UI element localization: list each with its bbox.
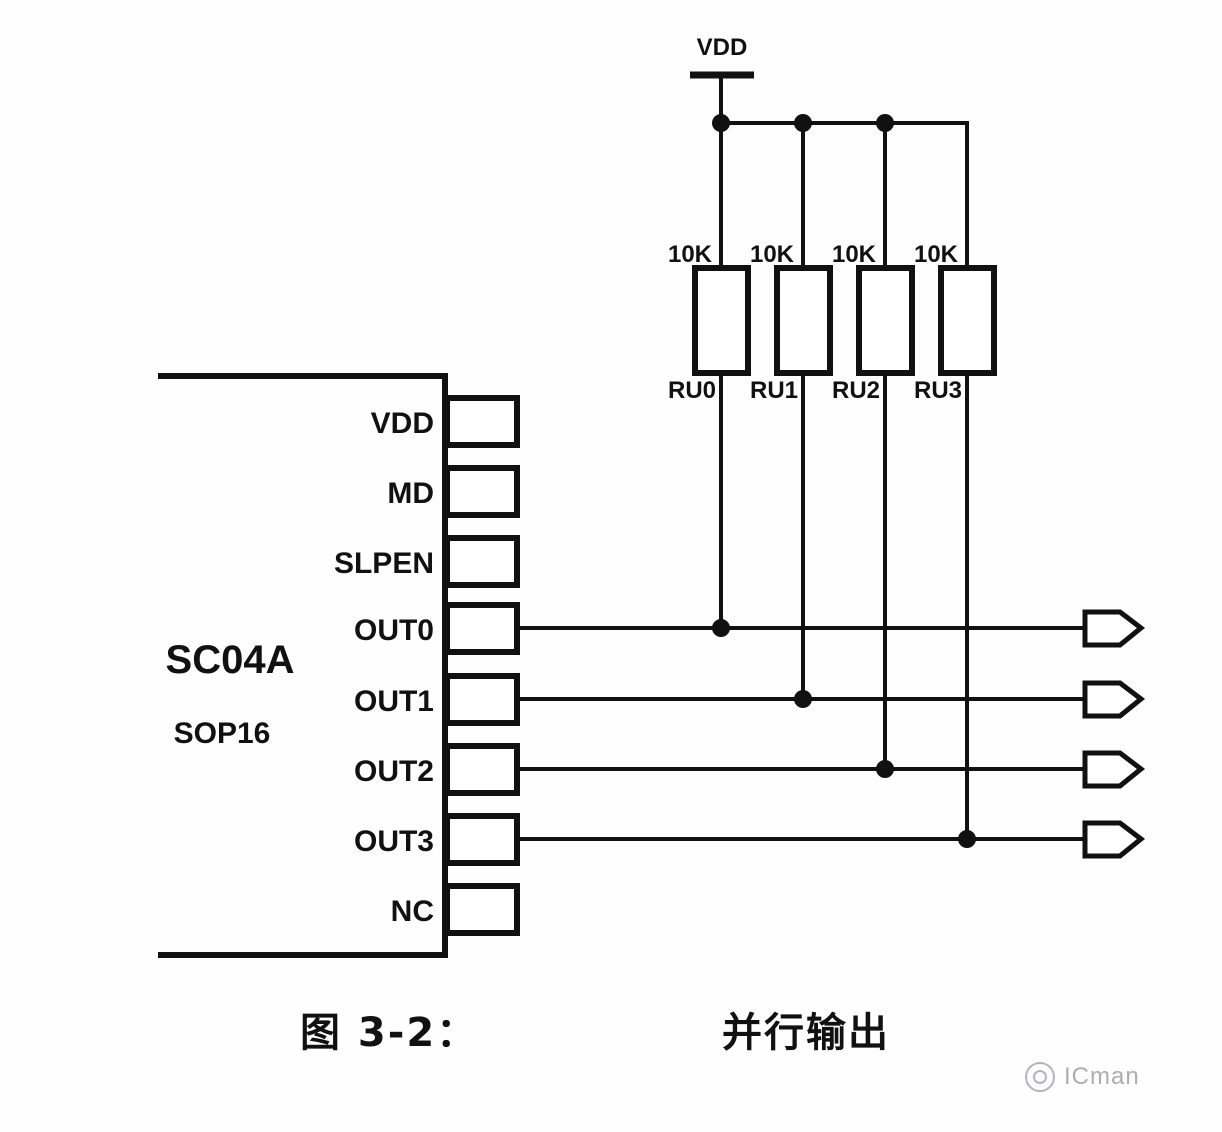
terminal-arrow-out2	[1082, 750, 1146, 789]
junction-dot-out3	[958, 830, 976, 848]
figure-caption-number: 图 3-2：	[300, 1010, 479, 1056]
vdd-power-symbol: VDD	[690, 34, 754, 125]
pin-box-out3	[444, 813, 520, 866]
output-terminal-out2[interactable]	[1082, 750, 1146, 789]
output-terminal-out1[interactable]	[1082, 680, 1146, 719]
junction-dot-vdd-ru2	[876, 114, 894, 132]
pin-label-slpen: SLPEN	[334, 547, 434, 580]
pin-out0[interactable]: OUT0	[354, 602, 520, 655]
resistor-value-ru2: 10K	[832, 241, 877, 268]
pin-out1[interactable]: OUT1	[354, 673, 520, 726]
pin-box-slpen	[444, 535, 520, 588]
resistor-ref-ru0: RU0	[668, 377, 716, 404]
pin-md[interactable]: MD	[387, 465, 520, 518]
watermark-text: ICman	[1064, 1063, 1140, 1090]
resistor-body-ru0	[692, 265, 751, 376]
resistor-ru3[interactable]: 10K RU3	[914, 241, 997, 404]
pin-box-out2	[444, 743, 520, 796]
chip-name: SC04A	[166, 638, 295, 682]
pin-box-nc	[444, 883, 520, 936]
pin-label-vdd: VDD	[371, 407, 434, 440]
pin-out2[interactable]: OUT2	[354, 743, 520, 796]
resistor-body-ru2	[856, 265, 915, 376]
pin-label-md: MD	[387, 477, 434, 510]
pin-label-out0: OUT0	[354, 614, 434, 647]
resistor-value-ru1: 10K	[750, 241, 795, 268]
watermark-logo-icon	[1025, 1062, 1055, 1092]
resistor-ref-ru2: RU2	[832, 377, 880, 404]
terminal-arrow-out3	[1082, 820, 1146, 859]
resistor-ru2[interactable]: 10K RU2	[832, 241, 915, 404]
pin-box-out0	[444, 602, 520, 655]
resistor-ref-ru3: RU3	[914, 377, 962, 404]
vdd-rail-label: VDD	[697, 34, 748, 61]
resistor-ref-ru1: RU1	[750, 377, 798, 404]
pin-label-out2: OUT2	[354, 755, 434, 788]
pin-label-out3: OUT3	[354, 825, 434, 858]
junction-dot-vdd-ru0	[712, 114, 730, 132]
resistor-value-ru0: 10K	[668, 241, 713, 268]
pin-label-nc: NC	[391, 895, 434, 928]
pin-label-out1: OUT1	[354, 685, 434, 718]
chip-body-outline	[158, 373, 448, 958]
watermark: ICman	[1025, 1062, 1140, 1092]
resistor-value-ru3: 10K	[914, 241, 959, 268]
output-terminal-out3[interactable]	[1082, 820, 1146, 859]
pin-box-vdd	[444, 395, 520, 448]
pin-out3[interactable]: OUT3	[354, 813, 520, 866]
junction-dot-out2	[876, 760, 894, 778]
junction-dot-out0	[712, 619, 730, 637]
pin-nc[interactable]: NC	[391, 883, 520, 936]
terminal-arrow-out1	[1082, 680, 1146, 719]
pin-box-md	[444, 465, 520, 518]
chip-package: SOP16	[174, 717, 271, 750]
figure-caption-title: 并行输出	[722, 1010, 890, 1056]
pin-vdd[interactable]: VDD	[371, 395, 520, 448]
terminal-arrow-out0	[1082, 609, 1146, 648]
resistor-ru1[interactable]: 10K RU1	[750, 241, 833, 404]
pin-slpen[interactable]: SLPEN	[334, 535, 520, 588]
junction-dot-vdd-ru1	[794, 114, 812, 132]
resistor-body-ru3	[938, 265, 997, 376]
pin-box-out1	[444, 673, 520, 726]
junction-dot-out1	[794, 690, 812, 708]
figure-caption: 图 3-2： 并行输出	[300, 1000, 920, 1058]
resistor-body-ru1	[774, 265, 833, 376]
output-terminal-out0[interactable]	[1082, 609, 1146, 648]
resistor-ru0[interactable]: 10K RU0	[668, 241, 751, 404]
